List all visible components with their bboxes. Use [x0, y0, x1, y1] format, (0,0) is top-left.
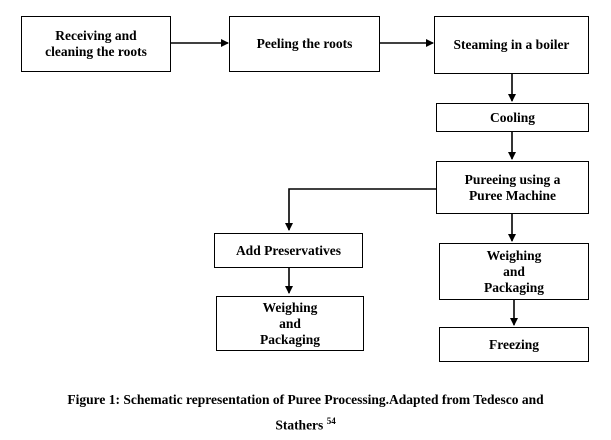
step-steaming: Steaming in a boiler [434, 16, 589, 74]
step-weighing-left: Weighing and Packaging [216, 296, 364, 351]
step-pureeing: Pureeing using a Puree Machine [436, 161, 589, 214]
step-peeling: Peeling the roots [229, 16, 380, 72]
caption-line-2: Stathers [275, 417, 324, 433]
step-cooling: Cooling [436, 103, 589, 132]
figure-caption: Figure 1: Schematic representation of Pu… [0, 392, 611, 408]
caption-line-1: Figure 1: Schematic representation of Pu… [67, 392, 544, 407]
caption-reference: 54 [326, 416, 336, 426]
step-add-preservatives: Add Preservatives [214, 233, 363, 268]
step-receiving: Receiving and cleaning the roots [21, 16, 171, 72]
figure-caption-line-2: Stathers 54 [0, 416, 611, 434]
arrow-pureeing-to-preservatives [285, 188, 436, 231]
step-weighing-right: Weighing and Packaging [439, 243, 589, 300]
step-freezing: Freezing [439, 327, 589, 362]
